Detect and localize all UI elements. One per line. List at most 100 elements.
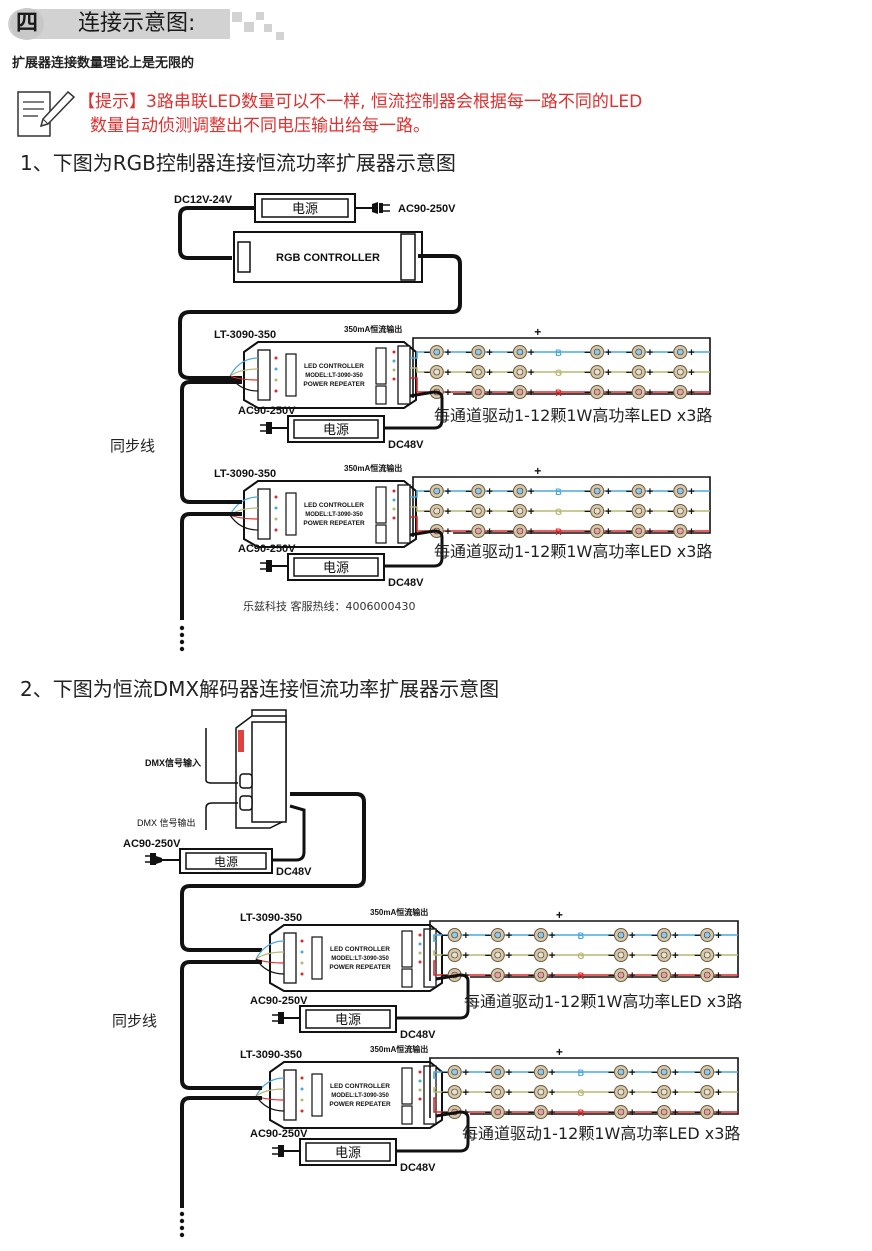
minus-sign: − (626, 387, 632, 399)
plus-sign: + (528, 387, 534, 399)
led-icon (631, 484, 646, 498)
pixel-decoration (276, 32, 284, 40)
plus-sign: + (629, 1107, 635, 1119)
subtitle: 扩展器连接数量理论上是无限的 (12, 56, 195, 71)
output-tag (375, 486, 387, 524)
ac-plug-icon (260, 422, 288, 434)
led-icon (590, 504, 605, 518)
led-icon (657, 968, 672, 982)
led-icon (490, 1105, 505, 1119)
minus-sign: − (528, 930, 534, 942)
minus-sign: − (442, 1067, 448, 1079)
led-icon (700, 1085, 715, 1099)
led-icon (447, 1085, 462, 1099)
led-icon (471, 504, 486, 518)
led-icon (490, 968, 505, 982)
minus-sign: − (608, 1067, 614, 1079)
output-terminal (397, 345, 411, 405)
minus-sign: − (608, 1087, 614, 1099)
ac-plug-icon (272, 1012, 300, 1024)
output-current-label: 350mA恒流输出 (370, 907, 428, 917)
dc-label: DC48V (388, 577, 424, 589)
led-icon (590, 345, 605, 359)
dc-label: DC48V (400, 1029, 436, 1041)
minus-sign: − (465, 387, 471, 399)
dc-input-label: DC12V-24V (174, 194, 233, 206)
plus-sign: + (647, 486, 653, 498)
device-line-3: POWER REPEATER (329, 1101, 391, 1108)
minus-sign: − (667, 526, 673, 538)
minus-sign: − (608, 950, 614, 962)
output-current-label: 350mA恒流输出 (370, 1044, 428, 1054)
led-icon (533, 948, 548, 962)
led-icon (613, 928, 628, 942)
channel-letter-red: R (578, 971, 585, 981)
led-icon (490, 1085, 505, 1099)
plus-sign: + (534, 464, 541, 478)
ac-label: AC90-250V (238, 405, 296, 417)
led-icon (613, 948, 628, 962)
plus-sign: + (549, 970, 555, 982)
pixel-decoration (232, 12, 242, 22)
minus-sign: − (667, 506, 673, 518)
sync-line-label: 同步线 (112, 1012, 158, 1030)
ac-plug-icon (145, 853, 162, 865)
led-icon (613, 968, 628, 982)
led-icon (471, 385, 486, 399)
model-label: LT-3090-350 (240, 1049, 302, 1061)
plus-sign: + (549, 1107, 555, 1119)
led-icon (631, 345, 646, 359)
channel-letter-red: R (555, 527, 562, 537)
plus-sign: + (445, 367, 451, 379)
device-model: MODEL:LT-3090-350 (305, 373, 363, 379)
plus-sign: + (688, 387, 694, 399)
plus-sign: + (556, 908, 563, 922)
channel-wire-green (433, 950, 738, 956)
section-number: 四 (10, 8, 44, 40)
plus-sign: + (672, 1107, 678, 1119)
minus-sign: − (694, 1107, 700, 1119)
minus-sign: − (424, 347, 430, 359)
minus-sign: − (485, 950, 491, 962)
plus-sign: + (672, 930, 678, 942)
channel-wire-blue (410, 351, 710, 359)
plus-sign: + (528, 526, 534, 538)
led-icon (590, 524, 605, 538)
tip-line-2: 数量自动侦测调整出不同电压输出给每一路。 (90, 116, 430, 136)
plus-sign: + (629, 970, 635, 982)
plus-sign: + (605, 367, 611, 379)
channel-description: 每通道驱动1-12颗1W高功率LED x3路 (462, 1124, 741, 1143)
minus-sign: − (507, 387, 513, 399)
output-current-label: 350mA恒流输出 (344, 324, 402, 334)
psu-label: 电源 (214, 855, 238, 869)
led-icon (631, 524, 646, 538)
input-terminal (283, 1069, 297, 1121)
signal-input-tag (311, 1073, 323, 1117)
minus-sign: − (485, 1087, 491, 1099)
minus-sign: − (528, 970, 534, 982)
output-tag (375, 347, 387, 385)
plus-sign: + (605, 347, 611, 359)
plus-sign: + (486, 526, 492, 538)
minus-sign: − (485, 1067, 491, 1079)
minus-sign: − (584, 506, 590, 518)
minus-sign: − (507, 486, 513, 498)
minus-sign: − (465, 367, 471, 379)
minus-sign: − (626, 347, 632, 359)
plus-sign: + (506, 930, 512, 942)
led-icon (590, 385, 605, 399)
section-header-bar (8, 9, 230, 39)
led-icon (490, 948, 505, 962)
plus-sign: + (528, 506, 534, 518)
ac-label: AC90-250V (250, 1128, 308, 1140)
led-icon (429, 504, 444, 518)
minus-sign: − (465, 486, 471, 498)
led-icon (512, 524, 527, 538)
led-icon (447, 928, 462, 942)
led-icon (533, 1085, 548, 1099)
led-icon (429, 345, 444, 359)
led-icon (631, 365, 646, 379)
plus-sign: + (528, 367, 534, 379)
minus-sign: − (584, 486, 590, 498)
